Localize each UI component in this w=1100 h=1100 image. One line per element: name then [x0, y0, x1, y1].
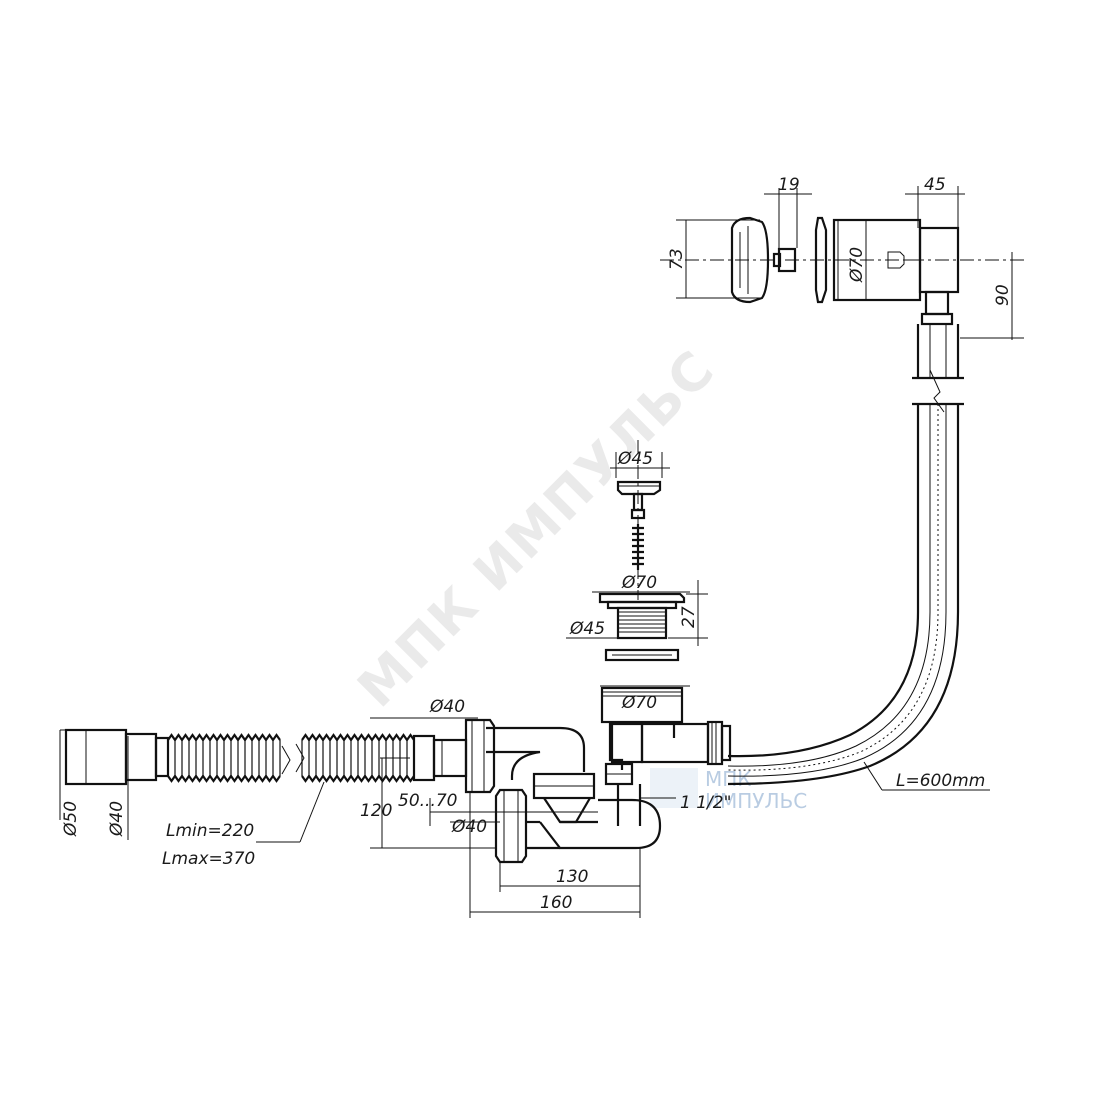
- hose-end-connector: [64, 728, 128, 786]
- side-outlet-nut: [494, 788, 528, 864]
- svg-text:160: 160: [540, 893, 572, 913]
- watermark: МПК ИМПУЛЬС МПК ИМПУЛЬС: [347, 339, 807, 813]
- watermark-logo-line2: ИМПУЛЬС: [705, 789, 807, 813]
- hose-length-label: L=600mm: [896, 771, 985, 791]
- svg-text:Ø40: Ø40: [451, 817, 487, 837]
- svg-text:45: 45: [924, 175, 946, 195]
- svg-text:Ø70: Ø70: [847, 247, 867, 283]
- dim-120: 120: [360, 757, 496, 849]
- overflow-gasket: [814, 216, 828, 304]
- svg-text:Lmin=220: Lmin=220: [166, 821, 254, 841]
- dim-90: 90: [960, 252, 1024, 340]
- svg-text:Lmax=370: Lmax=370: [162, 849, 255, 869]
- dim-d45-plug: Ø45: [610, 449, 670, 478]
- dim-d70-seat: Ø70: [621, 693, 657, 713]
- drain-lock-nut: [604, 648, 680, 662]
- svg-text:27: 27: [679, 606, 699, 628]
- dim-130: 130: [499, 848, 641, 918]
- outlet-union-nut: [464, 718, 496, 794]
- dim-d40-side: Ø40: [450, 817, 500, 837]
- dim-73: 73: [667, 219, 760, 299]
- dim-d45-thread: Ø45: [566, 619, 618, 639]
- overflow-hose: L=600mm: [727, 404, 990, 791]
- watermark-text: МПК ИМПУЛЬС: [347, 339, 727, 719]
- dim-d50: Ø50: [59, 729, 81, 837]
- watermark-logo: МПК ИМПУЛЬС: [650, 767, 807, 813]
- watermark-logo-line1: МПК: [705, 767, 752, 791]
- dim-d40-outlet: Ø40: [370, 697, 478, 719]
- hose-length-note: Lmin=220 Lmax=370: [162, 781, 325, 869]
- svg-text:Ø40: Ø40: [429, 697, 465, 717]
- dim-thread: 1 1/2": [640, 793, 731, 813]
- dim-19: 19: [764, 175, 812, 248]
- dim-d70-overflow: Ø70: [847, 220, 867, 300]
- hose-ribs-left: [167, 733, 281, 783]
- svg-text:Ø45: Ø45: [569, 619, 605, 639]
- svg-text:19: 19: [778, 175, 800, 195]
- svg-text:1 1/2": 1 1/2": [680, 793, 731, 813]
- trap-dimensions: 120 50...70 Ø40 1 1/2" 130 160: [360, 757, 731, 918]
- svg-text:Ø45: Ø45: [617, 449, 653, 469]
- dim-160: 160: [469, 792, 640, 918]
- svg-text:130: 130: [556, 867, 588, 887]
- dim-50-70: 50...70: [398, 791, 598, 826]
- svg-text:120: 120: [360, 801, 392, 821]
- trap-body: [464, 718, 732, 864]
- corrugated-hose: Ø50 Ø40 Lmin=220 Lmax=370 Ø40: [59, 697, 478, 869]
- drain-flange: Ø70 27 Ø45: [566, 573, 708, 662]
- plug-assembly: Ø45: [610, 440, 670, 600]
- dim-d40-hose: Ø40: [107, 736, 129, 840]
- overflow-assembly: 19 45 73 Ø70 90: [660, 175, 1025, 413]
- hose-ribs-right: [301, 733, 415, 783]
- svg-text:50...70: 50...70: [398, 791, 457, 811]
- overflow-cap: [730, 216, 770, 304]
- svg-text:Ø50: Ø50: [61, 801, 81, 837]
- dim-45: 45: [905, 175, 965, 228]
- svg-text:90: 90: [993, 284, 1013, 306]
- svg-text:Ø40: Ø40: [107, 801, 127, 837]
- dim-27: 27: [668, 580, 708, 646]
- svg-text:73: 73: [667, 248, 687, 270]
- plug-cap: [616, 480, 662, 496]
- drain-seat: Ø70: [600, 685, 690, 724]
- dim-d70-flange: Ø70: [621, 573, 657, 593]
